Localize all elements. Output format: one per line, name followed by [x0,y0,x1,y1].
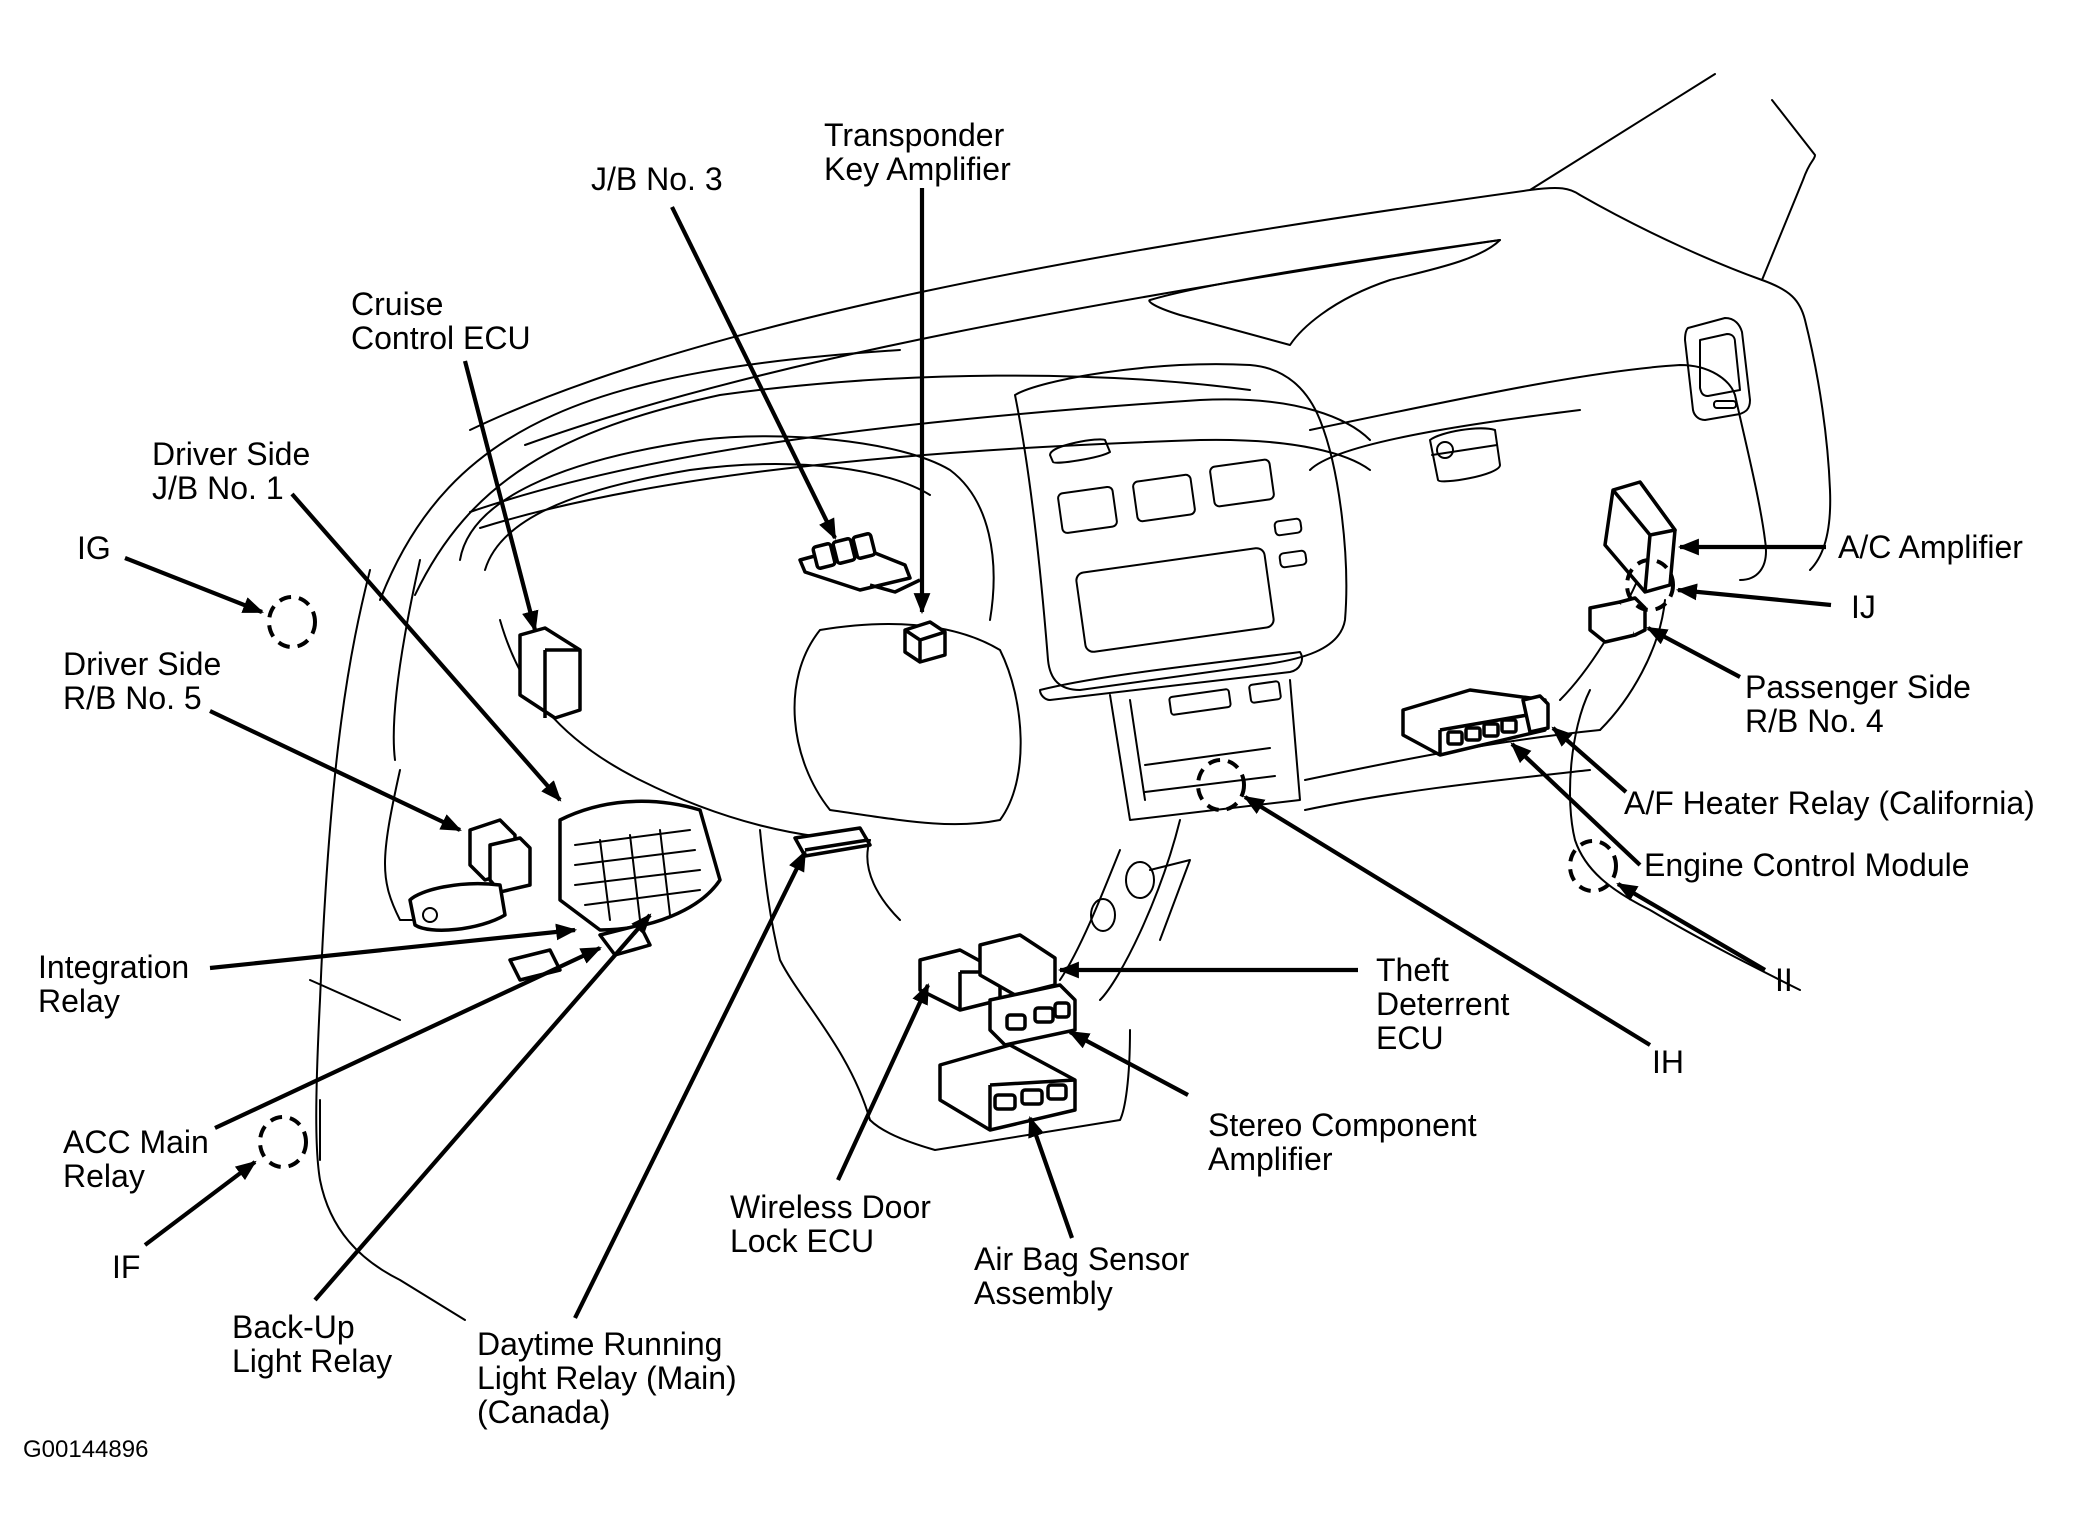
leader-driver-jb1 [290,492,562,802]
leader-acc-main [214,946,602,1130]
leader-ecm [1510,742,1642,867]
label-backup-light-relay: Back-Up Light Relay [232,1309,393,1379]
figure-id: G00144896 [23,1436,149,1463]
label-driver-side-rb5: Driver Side R/B No. 5 [63,646,222,716]
label-ac-amplifier: A/C Amplifier [1838,529,2023,565]
leader-ih [1243,795,1652,1047]
components [408,480,1677,1132]
driver-jb1-component [558,799,722,932]
ij-marker [1625,558,1675,612]
leader-wireless [836,983,930,1181]
leader-stereo [1068,1030,1189,1097]
label-wireless-door-lock-ecu: Wireless Door Lock ECU [730,1189,931,1259]
label-ij: IJ [1851,589,1876,625]
jb3-component [798,532,921,594]
leader-ii [1616,882,1767,972]
ig-marker [267,595,317,649]
leader-drl [573,850,807,1319]
label-ih: IH [1652,1044,1684,1080]
dashboard-outline [309,73,1832,1321]
stereo-amplifier-component [988,983,1077,1047]
leader-ij [1675,583,1832,608]
leader-af-heater [1551,726,1628,794]
ecm-component [1401,688,1550,757]
label-ig: IG [77,530,111,566]
leader-cruise [462,360,539,633]
label-passenger-side-rb4: Passenger Side R/B No. 4 [1745,669,1971,739]
connector-location-markers [258,558,1675,1169]
if-marker [258,1115,308,1169]
label-air-bag-sensor-assembly: Air Bag Sensor Assembly [974,1241,1190,1311]
leader-driver-rb5 [209,709,462,832]
leader-jb3 [670,206,837,540]
ih-marker [1196,758,1246,812]
label-ii: II [1775,962,1793,998]
transponder-component [903,620,947,664]
label-stereo-component-amplifier: Stereo Component Amplifier [1208,1107,1477,1177]
label-if: IF [112,1249,141,1285]
label-af-heater-relay: A/F Heater Relay (California) [1624,785,2035,821]
driver-rb5-component [408,818,532,932]
leader-backup [313,913,652,1302]
drl-relay-component [793,826,872,858]
label-driver-side-jb1: Driver Side J/B No. 1 [152,436,311,506]
leader-passenger-rb4 [1646,626,1741,679]
label-theft-deterrent-ecu: Theft Deterrent ECU [1376,952,1510,1056]
leader-integration [209,923,578,971]
leader-lines [124,188,1832,1319]
label-daytime-running-light-relay: Daytime Running Light Relay (Main) (Cana… [477,1326,737,1430]
leader-if [143,1160,257,1247]
airbag-sensor-component [938,1043,1077,1132]
ac-amplifier-component [1603,480,1677,594]
leader-airbag [1028,1116,1074,1239]
label-jb-no3: J/B No. 3 [591,161,723,197]
ii-marker [1568,839,1618,893]
label-engine-control-module: Engine Control Module [1644,847,1970,883]
label-cruise-control-ecu: Cruise Control ECU [351,286,531,356]
cruise-ecu-component [518,626,582,720]
label-integration-relay: Integration Relay [38,949,190,1019]
passenger-rb4-component [1588,596,1647,644]
label-acc-main-relay: ACC Main Relay [63,1124,209,1194]
leader-ig [124,556,264,614]
label-transponder-key-amplifier: Transponder Key Amplifier [824,117,1011,187]
